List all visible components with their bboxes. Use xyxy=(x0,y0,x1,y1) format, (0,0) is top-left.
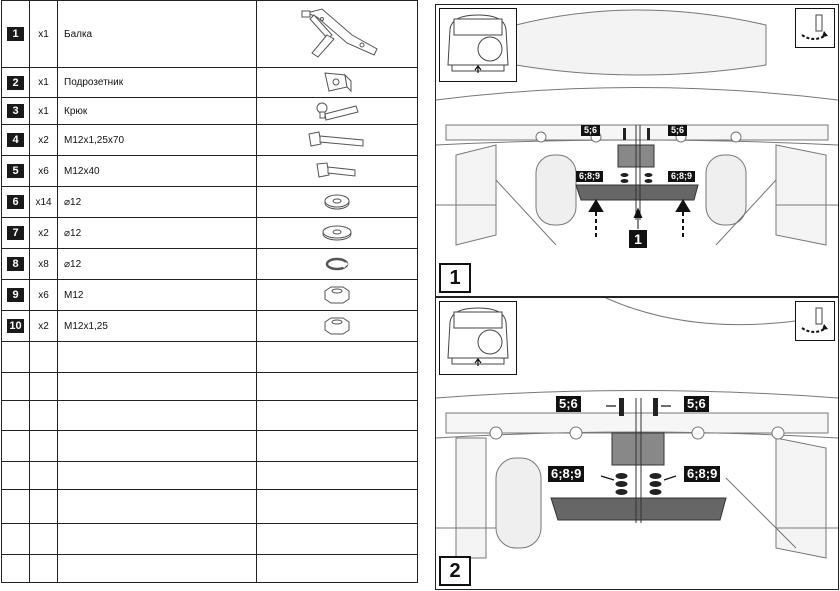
fastener-label: 6;8;9 xyxy=(548,466,585,483)
part-qty: x2 xyxy=(29,217,58,249)
part-number: 6 xyxy=(7,195,24,209)
part-number-cell: 2 xyxy=(1,67,30,98)
part-name: ⌀12 xyxy=(57,217,257,249)
part-number-cell: 9 xyxy=(1,279,30,311)
vehicle-underside-illustration xyxy=(436,9,838,246)
part-qty: x6 xyxy=(29,279,58,311)
table-row: 8 x8 ⌀12 xyxy=(1,248,418,280)
part-name: M12 xyxy=(57,279,257,311)
socket-bracket-icon xyxy=(256,67,418,98)
table-row-empty xyxy=(1,372,418,401)
fastener-label: 5;6 xyxy=(581,125,601,137)
part-number: 10 xyxy=(7,319,24,333)
part-number: 1 xyxy=(7,27,24,41)
part-number: 2 xyxy=(7,75,24,90)
part-number: 7 xyxy=(7,226,24,240)
part-name: ⌀12 xyxy=(57,186,257,218)
part-callout: 1 xyxy=(628,229,648,249)
step-2-diagram: 5;6 5;6 6;8;9 6;8;9 2 xyxy=(435,297,839,590)
rotation-hint-inset xyxy=(795,301,835,341)
hex-nut-icon xyxy=(256,279,418,311)
table-row-empty xyxy=(1,461,418,490)
fastener-label: 5;6 xyxy=(668,125,688,137)
part-name: Подрозетник xyxy=(57,67,257,98)
table-row: 6 x14 ⌀12 xyxy=(1,186,418,218)
table-row-empty xyxy=(1,523,418,555)
table-row-empty xyxy=(1,400,418,431)
part-name: M12x40 xyxy=(57,155,257,187)
parts-table: 1 x1 Балка 2 x1 Подрозетник xyxy=(1,0,418,583)
part-number-cell: 1 xyxy=(1,0,30,68)
table-row: 1 x1 Балка xyxy=(1,0,418,68)
table-row: 5 x6 M12x40 xyxy=(1,155,418,187)
vehicle-rear-view-inset xyxy=(439,301,517,375)
part-number-cell: 6 xyxy=(1,186,30,218)
step-number: 2 xyxy=(439,556,471,586)
part-number-cell: 4 xyxy=(1,124,30,156)
vehicle-rear-view-inset xyxy=(439,8,517,82)
part-number-cell: 8 xyxy=(1,248,30,280)
part-qty: x1 xyxy=(29,97,58,125)
part-name: M12x1,25x70 xyxy=(57,124,257,156)
step-1-diagram: 5;6 5;6 6;8;9 6;8;9 1 1 xyxy=(435,4,839,297)
part-qty: x2 xyxy=(29,124,58,156)
part-number-cell: 5 xyxy=(1,155,30,187)
fastener-label: 5;6 xyxy=(684,396,709,413)
long-bolt-icon xyxy=(256,124,418,156)
car-rear-icon xyxy=(447,14,509,73)
part-qty: x8 xyxy=(29,248,58,280)
part-qty: x1 xyxy=(29,0,58,68)
part-number-cell: 10 xyxy=(1,310,30,342)
part-number: 8 xyxy=(7,257,24,271)
fine-hex-nut-icon xyxy=(256,310,418,342)
car-rear-icon xyxy=(447,307,509,366)
table-row-empty xyxy=(1,430,418,462)
step-number: 1 xyxy=(439,263,471,293)
part-number: 4 xyxy=(7,133,24,147)
table-row: 4 x2 M12x1,25x70 xyxy=(1,124,418,156)
table-row-empty xyxy=(1,489,418,524)
part-qty: x6 xyxy=(29,155,58,187)
rotation-hint-inset xyxy=(795,8,835,48)
table-row: 2 x1 Подрозетник xyxy=(1,67,418,98)
fastener-label: 6;8;9 xyxy=(668,171,696,183)
fastener-label: 6;8;9 xyxy=(576,171,604,183)
part-qty: x1 xyxy=(29,67,58,98)
part-name: ⌀12 xyxy=(57,248,257,280)
part-qty: x14 xyxy=(29,186,58,218)
part-qty: x2 xyxy=(29,310,58,342)
fastener-label: 5;6 xyxy=(556,396,581,413)
part-number-cell: 7 xyxy=(1,217,30,249)
part-number: 3 xyxy=(7,104,24,118)
large-washer-icon xyxy=(256,217,418,249)
part-number: 5 xyxy=(7,164,24,178)
fastener-label: 6;8;9 xyxy=(684,466,721,483)
beam-icon xyxy=(256,0,418,68)
vehicle-underside-illustration xyxy=(436,298,838,559)
bolt-icon xyxy=(256,155,418,187)
table-row-empty xyxy=(1,341,418,373)
table-row: 10 x2 M12x1,25 xyxy=(1,310,418,342)
part-name: Крюк xyxy=(57,97,257,125)
part-number-cell: 3 xyxy=(1,97,30,125)
rotate-arrow-icon xyxy=(801,14,828,40)
table-row-empty xyxy=(1,554,418,583)
rotate-arrow-icon xyxy=(801,307,828,333)
tow-ball-icon xyxy=(256,97,418,125)
table-row: 7 x2 ⌀12 xyxy=(1,217,418,249)
table-row: 3 x1 Крюк xyxy=(1,97,418,125)
part-name: Балка xyxy=(57,0,257,68)
part-name: M12x1,25 xyxy=(57,310,257,342)
flat-washer-icon xyxy=(256,186,418,218)
part-number: 9 xyxy=(7,288,24,302)
table-row: 9 x6 M12 xyxy=(1,279,418,311)
spring-washer-icon xyxy=(256,248,418,280)
